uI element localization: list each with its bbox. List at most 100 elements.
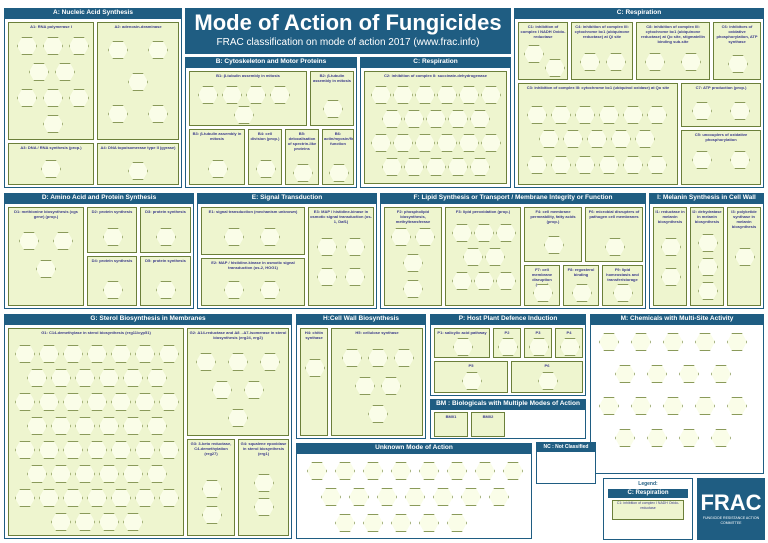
group-c3-label: C3: inhibition of complex III: cytochrom… <box>526 85 670 90</box>
group-p3: P3 <box>524 328 552 358</box>
molecule-hex <box>623 106 643 124</box>
group-f9: F9: lipid homeostasis and transfer/stora… <box>602 265 643 306</box>
group-d3-label: D3: protein synthesis <box>145 209 186 214</box>
molecule-hex <box>647 106 667 124</box>
section-g-header: G: Sterol Biosynthesis in Membranes <box>4 314 292 324</box>
molecule-hex <box>727 333 747 351</box>
molecule-hex <box>663 397 683 415</box>
group-p6-label: P6 <box>544 363 550 368</box>
section-m-body <box>590 324 764 474</box>
molecule-hex <box>563 130 583 148</box>
group-p1: P1: salicylic acid pathway <box>434 328 490 358</box>
molecule-hex <box>606 53 626 71</box>
molecule-hex <box>159 393 179 411</box>
molecule-hex <box>260 228 280 246</box>
molecule-hex <box>426 158 446 176</box>
section-f-body: F2: phospholipid biosynthesis, methyltra… <box>380 203 646 309</box>
group-c5: C5: uncouplers of oxidative phosphorylat… <box>681 130 761 185</box>
section-i-body: I1: reductase in melanin biosynthesis I2… <box>649 203 764 309</box>
molecule-hex <box>17 89 37 107</box>
group-h4: H4: chitin synthase <box>300 328 328 436</box>
molecule-hex <box>527 156 547 174</box>
legend-section-example: C: Respiration <box>608 489 688 498</box>
molecule-hex <box>305 359 325 377</box>
group-c7-label: C7: ATP production (prop.) <box>695 85 747 90</box>
molecule-hex <box>503 462 523 480</box>
molecule-hex <box>27 369 47 387</box>
molecule-hex <box>679 365 699 383</box>
group-e2: E2: MAP / histidine-kinase in osmotic si… <box>201 258 305 306</box>
molecule-hex <box>419 462 439 480</box>
molecule-hex <box>363 462 383 480</box>
group-a2: A2: adenosin-deaminase <box>97 22 179 140</box>
group-d5: D5: protein synthesis <box>140 256 191 306</box>
molecule-hex <box>349 488 369 506</box>
molecule-hex <box>254 474 274 492</box>
group-a4: A4: DNA topoisomerase type II (gyrase) <box>97 143 179 185</box>
molecule-hex <box>551 156 571 174</box>
molecule-hex <box>575 106 595 124</box>
molecule-hex <box>260 353 280 371</box>
molecule-hex <box>156 281 176 299</box>
group-g1-label: G1: C14-demethylase in sterol biosynthes… <box>41 330 151 335</box>
molecule-hex <box>51 369 71 387</box>
molecule-hex <box>128 162 148 180</box>
group-g3-label: G3: 3-keto reductase, C4-demethylation (… <box>190 441 232 456</box>
molecule-hex <box>368 405 388 423</box>
group-d1-label: D1: methionine biosynthesis (cgs gene) (… <box>14 209 78 219</box>
group-c7: C7: ATP production (prop.) <box>681 83 761 127</box>
molecule-hex <box>159 489 179 507</box>
molecule-hex <box>323 100 343 118</box>
molecule-hex <box>474 272 494 290</box>
molecule-hex <box>321 488 341 506</box>
molecule-hex <box>415 86 435 104</box>
molecule-hex <box>99 513 119 531</box>
molecule-hex <box>611 130 631 148</box>
molecule-hex <box>212 381 232 399</box>
molecule-hex <box>345 238 365 256</box>
group-p2-label: P2 <box>504 330 510 335</box>
group-f6: F6: microbial disrupters of pathogen cel… <box>585 207 643 262</box>
group-e3-label: E3: MAP / histidine-kinase in osmotic si… <box>310 209 372 224</box>
molecule-hex <box>228 409 248 427</box>
group-f2-label: F2: phospholipid biosynthesis, methyltra… <box>395 209 431 224</box>
molecule-hex <box>599 333 619 351</box>
molecule-hex <box>496 224 516 242</box>
molecule-hex <box>63 441 83 459</box>
group-i2-label: I2: dehydratase in melanin biosynthesis <box>692 209 722 224</box>
group-f3: F3: lipid peroxidation (prop.) <box>445 207 521 306</box>
molecule-hex <box>51 465 71 483</box>
molecule-hex <box>382 110 402 128</box>
group-b1-label: B1: β-tubulin assembly in mitosis <box>216 73 280 78</box>
molecule-hex <box>419 514 439 532</box>
group-d2: D2: protein synthesis <box>87 207 137 253</box>
molecule-hex <box>470 158 490 176</box>
molecule-hex <box>448 110 468 128</box>
molecule-hex <box>382 158 402 176</box>
molecule-hex <box>580 53 600 71</box>
molecule-hex <box>51 513 71 531</box>
molecule-hex <box>698 282 718 300</box>
group-d4: D4: protein synthesis <box>87 256 137 306</box>
molecule-hex <box>224 281 244 299</box>
molecule-hex <box>27 417 47 435</box>
section-h-header: H:Cell Wall Biosynthesis <box>296 314 426 324</box>
molecule-hex <box>75 465 95 483</box>
group-bm2-label: BM02 <box>482 414 494 419</box>
group-g4: G4: squalene epoxidase in sterol biosynt… <box>238 439 289 536</box>
molecule-hex <box>711 429 731 447</box>
molecule-hex <box>679 429 699 447</box>
molecule-hex <box>108 105 128 123</box>
group-p3-label: P3 <box>535 330 541 335</box>
molecule-hex <box>459 134 479 152</box>
molecule-hex <box>53 232 73 250</box>
group-e1: E1: signal transduction (mechanism unkno… <box>201 207 305 255</box>
molecule-hex <box>135 489 155 507</box>
molecule-hex <box>544 236 564 254</box>
group-c1-label: C1: inhibition of complex I NADH Oxido-r… <box>520 24 566 39</box>
group-p1-label: P1: salicylic acid pathway <box>437 330 487 335</box>
molecule-hex <box>615 429 635 447</box>
frac-logo: FRAC FUNGICIDE RESISTANCE ACTION COMMITT… <box>697 478 765 540</box>
molecule-hex <box>135 393 155 411</box>
molecule-hex <box>15 345 35 363</box>
